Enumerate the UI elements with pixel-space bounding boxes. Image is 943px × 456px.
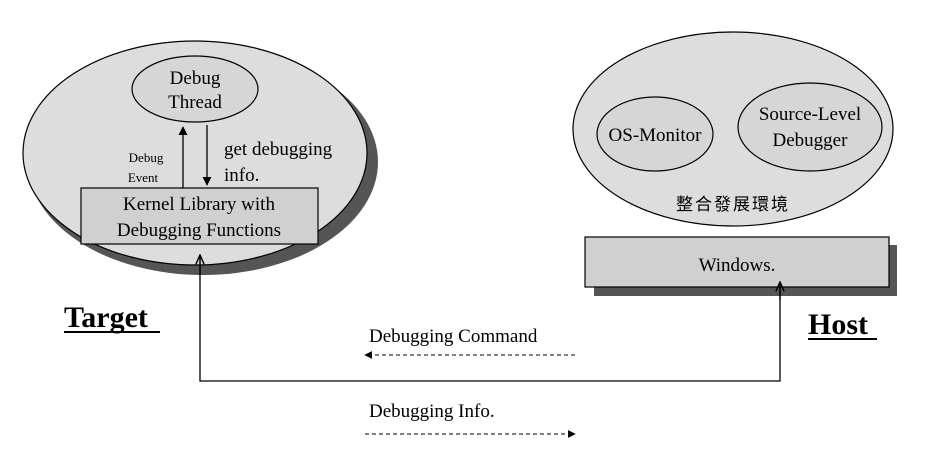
debug-thread-node [131,55,259,123]
debug-event-label-line1: Debug [129,150,164,165]
kernel-library-label-line2: Debugging Functions [117,220,281,241]
target-group: Debug Thread Debug Event get debugging i… [22,40,378,334]
source-level-debugger-label-line1: Source-Level [759,104,861,125]
os-monitor-label: OS-Monitor [609,125,703,146]
host-ellipse [572,31,894,227]
get-debugging-info-line1: get debugging [224,139,333,160]
get-debugging-info-line2: info. [224,165,259,186]
debug-thread-label-line2: Thread [168,92,222,113]
debug-event-label-line2: Event [128,170,159,185]
kernel-library-box [80,187,319,245]
source-level-debugger-label-line2: Debugger [773,130,849,151]
windows-label: Windows. [699,255,776,276]
debugging-command-label: Debugging Command [369,326,538,347]
ide-label: 整合發展環境 [676,195,790,214]
host-title: Host [808,308,868,341]
host-group: OS-Monitor Source-Level Debugger 整合發展環境 … [572,31,897,341]
connection-group: Debugging Command Debugging Info. [199,255,781,438]
windows-box [584,236,890,288]
target-title: Target [64,301,148,334]
os-monitor-node [596,96,714,172]
kernel-library-label-line1: Kernel Library with [123,194,275,215]
source-level-debugger-node [737,82,883,172]
debugging-info-label: Debugging Info. [369,401,495,422]
connection-line [199,256,781,382]
debug-thread-label-line1: Debug [170,68,221,89]
